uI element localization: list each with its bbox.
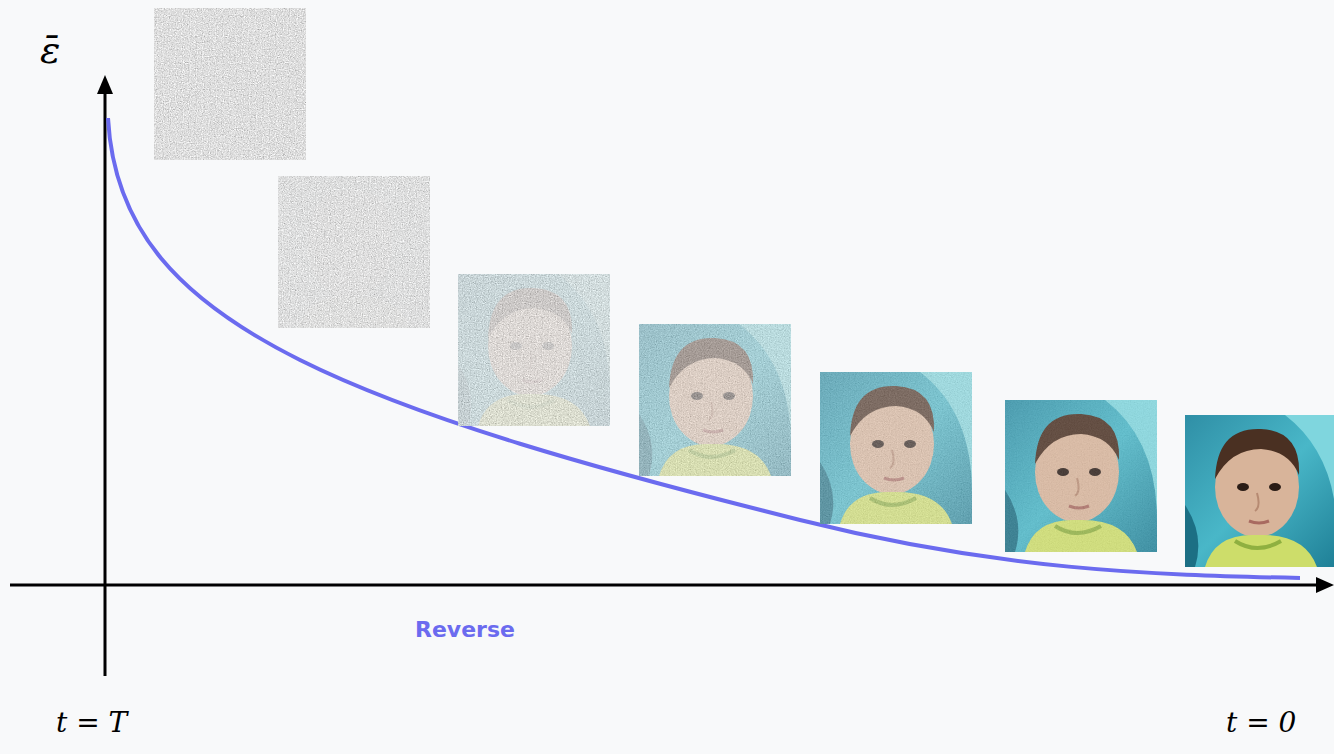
time-label: t = T <box>56 708 127 739</box>
sample-image <box>1005 400 1157 552</box>
time-label: t = 0 <box>1226 708 1296 739</box>
error-curve <box>108 118 1300 578</box>
x-axis <box>10 584 1322 587</box>
sample-image <box>1185 415 1334 567</box>
sample-image <box>278 176 430 328</box>
x-arrowhead <box>1316 577 1334 593</box>
y-axis <box>104 85 107 676</box>
sample-image <box>458 274 610 426</box>
y-arrowhead <box>97 75 113 94</box>
sample-image <box>639 324 791 476</box>
sample-image <box>820 372 972 524</box>
direction-label: Reverse <box>415 618 515 642</box>
sample-image <box>154 8 306 160</box>
axis-label: ε̄ <box>40 30 60 72</box>
